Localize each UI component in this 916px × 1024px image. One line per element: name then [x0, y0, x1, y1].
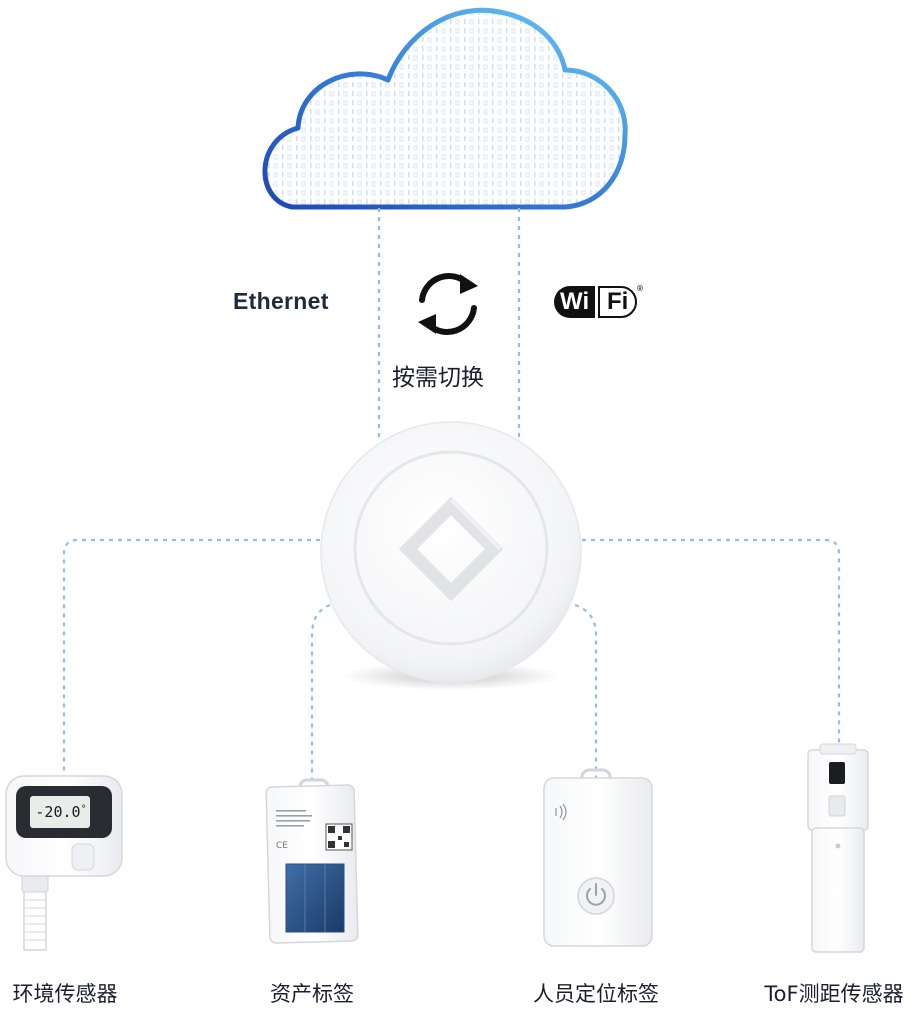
env-sensor-device [5, 775, 123, 951]
link-env-sensor [62, 538, 320, 775]
link-person-tag [574, 603, 598, 778]
link-asset-tag [310, 603, 331, 785]
asset-tag-label: 资产标签 [270, 982, 354, 1006]
power-icon [577, 877, 615, 915]
person-tag-label: 人员定位标签 [533, 982, 659, 1006]
asset-tag-device: CE [265, 778, 359, 944]
nfc-icon [555, 803, 567, 821]
gateway-icon [320, 421, 582, 690]
tof-sensor-label: ToF测距传感器 [764, 982, 904, 1006]
svg-text:CE: CE [276, 841, 288, 851]
qr-code-icon [325, 823, 353, 851]
person-tag-device [543, 768, 653, 947]
link-tof-sensor [582, 538, 841, 750]
sync-icon [418, 273, 478, 335]
wifi-logo-wi: Wi [554, 286, 596, 318]
env-sensor-label: 环境传感器 [12, 982, 118, 1006]
wifi-logo-registered: ® [636, 284, 644, 293]
display-value: -20.0 [35, 803, 81, 821]
ethernet-label: Ethernet [233, 288, 329, 314]
env-sensor-display: -20.0° [34, 798, 88, 826]
uplink-lines [377, 208, 521, 440]
downlink-lines [62, 538, 841, 785]
wifi-logo: Wi Fi ® [554, 284, 644, 322]
wifi-logo-fi: Fi [598, 286, 638, 318]
switch-on-demand-label: 按需切换 [392, 365, 484, 391]
tof-sensor-device [807, 743, 869, 953]
display-unit: ° [80, 803, 87, 815]
cloud-icon [262, 7, 628, 210]
